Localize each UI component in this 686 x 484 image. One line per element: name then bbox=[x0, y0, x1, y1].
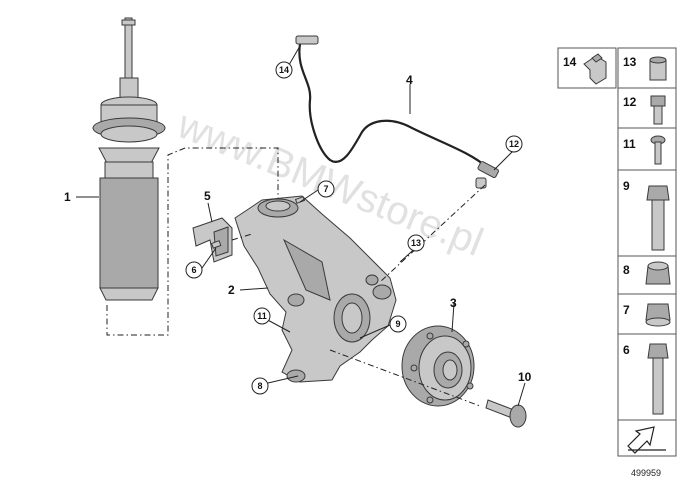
svg-text:6: 6 bbox=[191, 265, 196, 275]
callout-circle-11: 11 bbox=[253, 307, 271, 325]
svg-text:12: 12 bbox=[509, 139, 519, 149]
svg-text:12: 12 bbox=[623, 95, 637, 109]
legend-item-6[interactable]: 6 bbox=[617, 333, 677, 421]
legend-item-7[interactable]: 7 bbox=[617, 293, 677, 335]
callout-2: 2 bbox=[228, 283, 235, 297]
legend-item-9[interactable]: 9 bbox=[617, 169, 677, 257]
svg-text:9: 9 bbox=[623, 179, 630, 193]
svg-text:13: 13 bbox=[623, 55, 637, 69]
svg-text:9: 9 bbox=[395, 319, 400, 329]
callout-circle-6: 6 bbox=[185, 261, 203, 279]
wheel-hub[interactable] bbox=[401, 325, 475, 407]
callout-10: 10 bbox=[518, 370, 532, 384]
svg-text:7: 7 bbox=[323, 184, 328, 194]
clip-screw-6[interactable] bbox=[210, 240, 222, 249]
callout-1: 1 bbox=[64, 190, 71, 204]
document-number: 499959 bbox=[631, 468, 661, 478]
svg-text:13: 13 bbox=[411, 238, 421, 248]
callout-4: 4 bbox=[406, 73, 413, 87]
callout-circle-12: 12 bbox=[505, 135, 523, 153]
svg-text:14: 14 bbox=[563, 55, 577, 69]
svg-text:8: 8 bbox=[623, 263, 630, 277]
svg-text:6: 6 bbox=[623, 343, 630, 357]
callout-circle-13: 13 bbox=[407, 234, 425, 252]
callout-5: 5 bbox=[204, 189, 211, 203]
wheel-carrier[interactable] bbox=[234, 195, 397, 383]
legend-item-8[interactable]: 8 bbox=[617, 255, 677, 295]
direction-arrow-icon bbox=[627, 426, 655, 454]
callout-circle-7: 7 bbox=[317, 180, 335, 198]
legend-item-11[interactable]: 11 bbox=[617, 127, 677, 171]
shock-absorber[interactable] bbox=[92, 17, 166, 301]
assembly-frame-line bbox=[106, 147, 279, 336]
wheel-speed-sensor[interactable] bbox=[295, 35, 499, 189]
clip-dash-line bbox=[231, 233, 253, 241]
legend-item-14[interactable]: 14 bbox=[557, 47, 617, 89]
svg-text:11: 11 bbox=[623, 137, 636, 151]
direction-arrow-box bbox=[617, 419, 677, 457]
callout-circle-9: 9 bbox=[389, 315, 407, 333]
callout-circle-8: 8 bbox=[251, 377, 269, 395]
sensor-dash-line bbox=[379, 184, 486, 283]
callout-circle-14: 14 bbox=[275, 61, 293, 79]
svg-text:14: 14 bbox=[279, 65, 289, 75]
svg-text:11: 11 bbox=[257, 311, 267, 321]
hub-bolt[interactable] bbox=[485, 399, 527, 428]
svg-text:8: 8 bbox=[257, 381, 262, 391]
svg-text:7: 7 bbox=[623, 303, 630, 317]
callout-3: 3 bbox=[450, 296, 457, 310]
legend-item-12[interactable]: 12 bbox=[617, 87, 677, 129]
clip-part[interactable] bbox=[192, 217, 233, 263]
legend-item-13[interactable]: 13 bbox=[617, 47, 677, 89]
